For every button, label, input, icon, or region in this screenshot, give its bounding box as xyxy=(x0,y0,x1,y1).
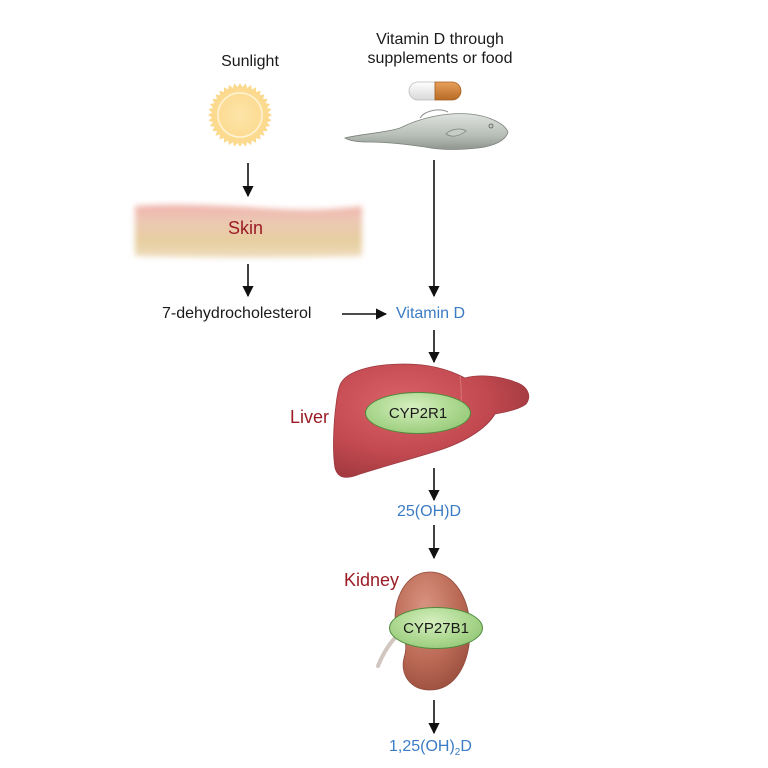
skin-layer-icon xyxy=(135,204,362,258)
metabolite-final-label: 1,25(OH)2D xyxy=(389,738,472,758)
metabolite-final-subscript: 2 xyxy=(454,747,461,759)
metabolite-final-prefix: 1,25(OH) xyxy=(389,738,455,755)
precursor-label: 7-dehydrocholesterol xyxy=(162,305,312,322)
sunlight-label: Sunlight xyxy=(221,53,279,70)
skin-label: Skin xyxy=(228,218,264,238)
fish-icon xyxy=(343,109,509,150)
sun-inner-ring xyxy=(217,92,263,138)
vitamin-d-label: Vitamin D xyxy=(396,305,466,322)
metabolite-final-suffix: D xyxy=(460,738,472,755)
kidney-label: Kidney xyxy=(344,570,400,590)
pill-icon xyxy=(408,81,462,101)
diet-source-label: Vitamin D through supplements or food xyxy=(367,31,513,67)
metabolite-25ohd-label: 25(OH)D xyxy=(397,503,462,520)
sun-icon xyxy=(208,83,272,147)
liver-label: Liver xyxy=(290,407,330,427)
enzyme-cyp27b1: CYP27B1 xyxy=(389,607,483,649)
enzyme-cyp2r1: CYP2R1 xyxy=(365,392,471,434)
